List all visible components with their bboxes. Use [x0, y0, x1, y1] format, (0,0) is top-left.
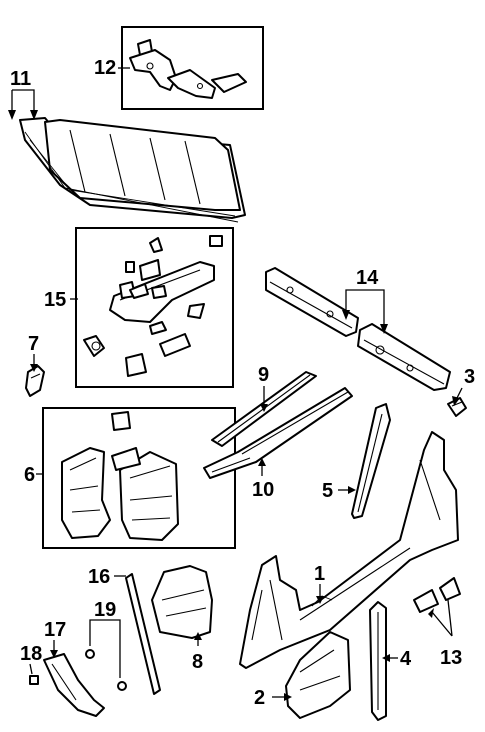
callout-2: 2 [254, 687, 265, 709]
callout-13: 13 [440, 647, 462, 669]
callout-17: 17 [44, 619, 66, 641]
callout-9: 9 [258, 364, 269, 386]
part-15-brackets [83, 235, 223, 377]
callout-15: 15 [44, 289, 66, 311]
part-6-group [42, 407, 236, 549]
part-7-bracket [25, 365, 45, 397]
part-15-group [75, 227, 234, 388]
part-13-clips [413, 577, 461, 613]
part-8-pillar [151, 565, 213, 639]
callout-12: 12 [94, 57, 116, 79]
callout-19: 19 [94, 599, 116, 621]
callout-labels: 11 12 15 7 6 14 3 9 10 5 1 2 4 13 8 16 1… [10, 57, 475, 709]
callout-3: 3 [464, 366, 475, 388]
part-1-body-side [239, 431, 459, 669]
part-5-strip [351, 403, 391, 519]
callout-7: 7 [28, 333, 39, 355]
part-11-roof-panel [19, 117, 246, 223]
leader-lines [8, 67, 463, 701]
callout-4: 4 [400, 648, 412, 670]
part-17-arc [43, 653, 105, 717]
part-6-panels [61, 411, 179, 541]
callout-16: 16 [88, 566, 110, 588]
part-12-group [121, 26, 264, 110]
callout-5: 5 [322, 480, 333, 502]
callout-11: 11 [10, 68, 31, 90]
callout-14: 14 [356, 267, 379, 289]
part-10-rail [203, 387, 353, 479]
callout-18: 18 [20, 643, 42, 665]
callout-8: 8 [192, 651, 203, 673]
part-16-strip [125, 573, 161, 695]
part-15-box [75, 227, 234, 388]
part-4-strip [369, 601, 387, 721]
part-14-rails [265, 267, 451, 391]
part-12-bracket [129, 39, 247, 99]
callout-1: 1 [314, 563, 325, 585]
part-6-box [42, 407, 236, 549]
part-18-screw [29, 675, 39, 685]
part-19-clips [85, 649, 127, 691]
part-2-pillar [285, 631, 351, 719]
callout-6: 6 [24, 464, 35, 486]
callout-10: 10 [252, 479, 274, 501]
